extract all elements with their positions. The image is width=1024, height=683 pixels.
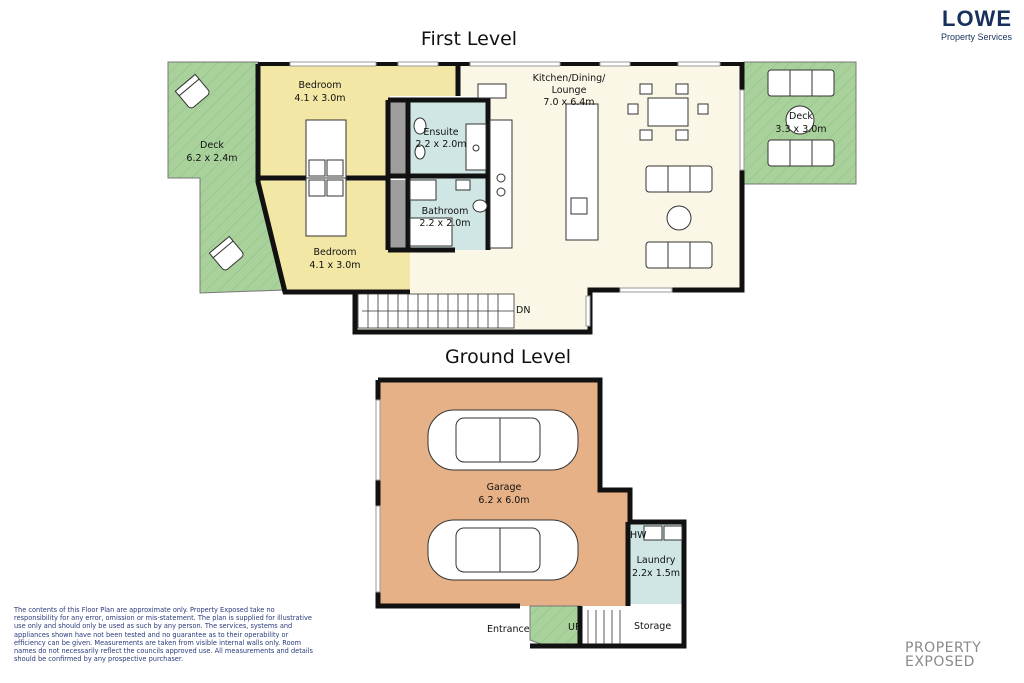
car-top <box>427 409 579 471</box>
laundry-size: 2.2x 1.5m <box>632 568 680 579</box>
bedroom-top-name: Bedroom <box>299 80 342 91</box>
ground-stairs-treads <box>587 610 621 644</box>
deck-right-size: 3.3 x 3.0m <box>775 124 826 135</box>
bathroom-fixtures <box>409 179 488 247</box>
laundry-fixtures <box>643 525 683 541</box>
kitchen-name-line2: Lounge <box>552 85 587 96</box>
kitchen-bench <box>477 83 599 249</box>
brand-subtitle: Property Services <box>940 32 1012 42</box>
bathroom-size: 2.2 x 2.0m <box>419 218 470 229</box>
watermark-line2: EXPOSED <box>905 654 975 670</box>
deck-chair-bottom <box>208 235 244 271</box>
bedroom-bottom-size: 4.1 x 3.0m <box>309 260 360 271</box>
laundry-name: Laundry <box>637 555 676 566</box>
bed-bottom <box>305 177 347 237</box>
disclaimer-text: The contents of this Floor Plan are appr… <box>14 606 313 664</box>
stairs-first-level <box>357 293 515 329</box>
kitchen-size: 7.0 x 6.4m <box>543 97 594 108</box>
bed-top <box>305 119 347 179</box>
storage-label: Storage <box>634 621 671 632</box>
dining-table <box>627 83 709 141</box>
ground-stairs <box>580 606 684 646</box>
stairs-up-label: UP <box>568 622 581 633</box>
deck-left-name: Deck <box>200 140 224 151</box>
hot-water-label: HW <box>630 530 647 541</box>
deck-left-size: 6.2 x 2.4m <box>186 153 237 164</box>
bedroom-top-size: 4.1 x 3.0m <box>294 93 345 104</box>
bathroom-name: Bathroom <box>422 206 469 217</box>
deck-chair-top <box>174 73 210 109</box>
first-level-title: First Level <box>421 28 517 50</box>
brand-name: LOWE <box>942 6 1012 31</box>
stairs-down-label: DN <box>516 305 530 316</box>
lounge-furniture <box>645 165 713 269</box>
garage-windows <box>375 399 381 593</box>
kitchen-name-line1: Kitchen/Dining/ <box>533 73 607 84</box>
ensuite-name: Ensuite <box>423 127 458 138</box>
ground-level-title: Ground Level <box>445 346 571 368</box>
windows <box>289 61 745 327</box>
brand-logo: LOWE Property Services <box>940 6 1012 43</box>
watermark-line1: PROPERTY <box>905 640 982 656</box>
car-bottom <box>427 519 579 581</box>
wardrobe-bottom <box>390 180 406 248</box>
entrance-label: Entrance <box>487 624 530 635</box>
ensuite-size: 2.2 x 2.0m <box>415 139 466 150</box>
watermark-logo: PROPERTY EXPOSED <box>905 641 1015 669</box>
deck-right-name: Deck <box>789 111 813 122</box>
ensuite-fixtures <box>413 117 487 171</box>
wardrobe-top <box>390 102 406 176</box>
garage-name: Garage <box>487 482 522 493</box>
deck-right-furniture <box>767 69 835 167</box>
garage-size: 6.2 x 6.0m <box>478 495 529 506</box>
bedroom-bottom-name: Bedroom <box>314 247 357 258</box>
